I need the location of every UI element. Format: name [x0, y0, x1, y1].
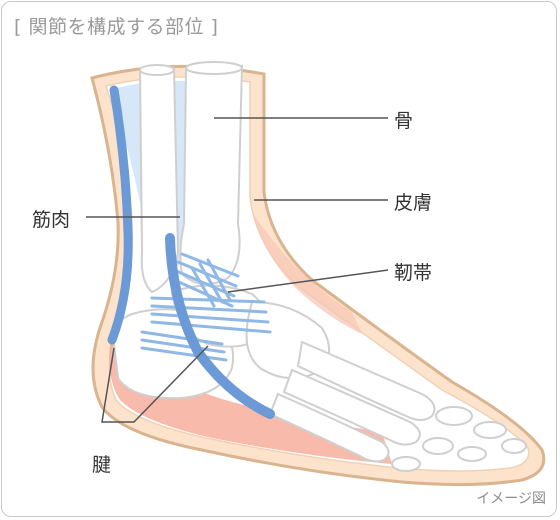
- bone-tibia-top: [185, 61, 243, 75]
- label-bone: 骨: [394, 110, 414, 132]
- label-tendon: 腱: [92, 454, 112, 476]
- bone-toe-2: [473, 421, 507, 439]
- tendon-front: [165, 233, 275, 419]
- tendon-rear: [107, 85, 133, 345]
- bone-toe-1: [435, 406, 473, 426]
- bone-metatarsal-3: [268, 392, 390, 463]
- page-title: [ 関節を構成する部位 ]: [14, 16, 219, 38]
- illustration-note: イメージ図: [476, 491, 546, 507]
- label-ligament: 靭帯: [394, 262, 433, 284]
- leader-lines: [86, 117, 389, 423]
- bone-toe-5: [391, 456, 421, 472]
- bone-metatarsal-2: [282, 368, 421, 446]
- soft-tissue-front: [252, 212, 362, 334]
- label-muscle: 筋肉: [32, 209, 71, 231]
- bone-tibia: [179, 64, 244, 285]
- ligament-bands: [140, 252, 272, 362]
- bone-toe-3: [422, 437, 454, 455]
- label-skin: 皮膚: [394, 192, 433, 214]
- bone-toe-4: [457, 446, 487, 462]
- bone-metatarsal-1: [296, 340, 436, 421]
- bone-toe-6: [501, 438, 527, 454]
- bone-fibula-top: [139, 64, 175, 76]
